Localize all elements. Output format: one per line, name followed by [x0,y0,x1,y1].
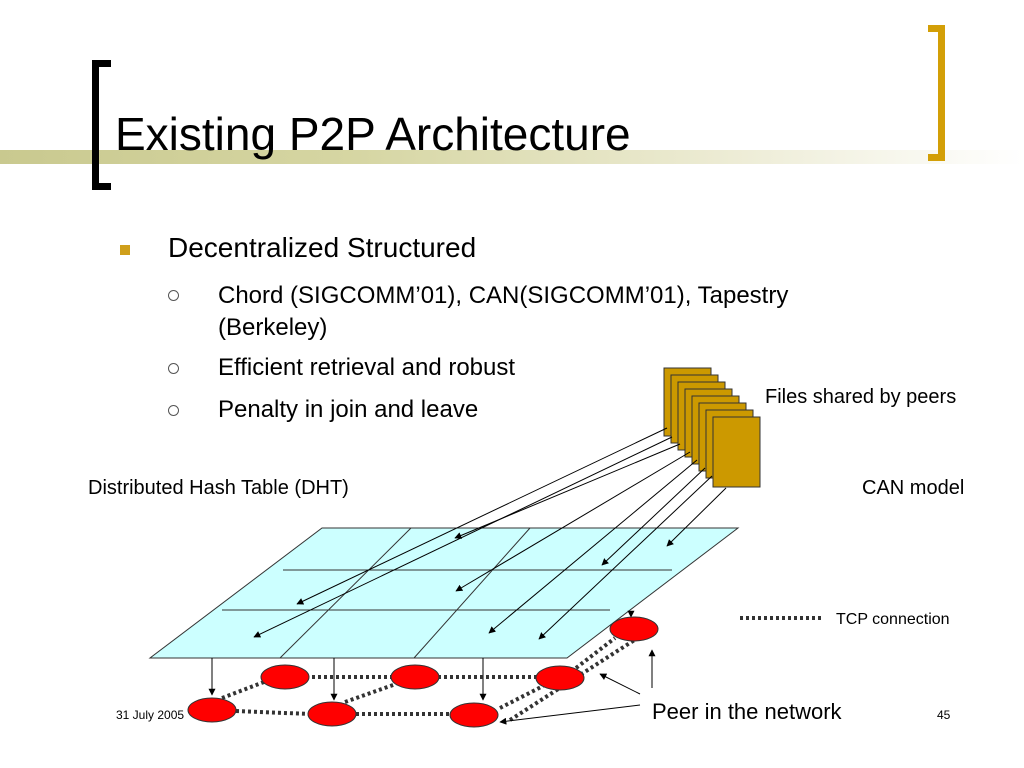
footer-date: 31 July 2005 [116,708,185,722]
peer-label: Peer in the network [652,699,842,724]
right-bracket-decoration [928,25,945,161]
peer-node [307,701,357,727]
plane-grid-line [413,527,531,659]
peer-node [535,665,585,691]
sub-bullet-chord-continued: (Berkeley) [218,314,328,341]
peer-node [449,702,499,728]
can-model-label: CAN model [862,477,965,499]
slide-title: Existing P2P Architecture [115,108,631,160]
peer-node [187,697,237,723]
peer-node [390,664,440,690]
page-number: 45 [937,708,951,722]
bullet-decentralized-structured: Decentralized Structured [168,232,477,263]
file-mapping-arrows [253,427,727,640]
files-shared-label: Files shared by peers [765,386,957,408]
sub-bullet-efficient: Efficient retrieval and robust [218,354,516,381]
left-bracket-decoration [92,60,111,190]
peer-node [260,664,310,690]
circle-bullet-icon [168,405,179,416]
peer-node [609,616,659,642]
dht-plane [148,527,740,659]
circle-bullet-icon [168,290,179,301]
square-bullet-icon [120,245,130,255]
peer-label-arrows [499,649,656,725]
file-stack-icon [663,367,761,488]
sub-bullet-chord: Chord (SIGCOMM’01), CAN(SIGCOMM’01), Tap… [218,282,789,309]
title-band [0,150,1024,164]
dht-label: Distributed Hash Table (DHT) [88,477,349,499]
circle-bullet-icon [168,363,179,374]
tcp-connection-label: TCP connection [836,611,950,628]
sub-bullet-penalty: Penalty in join and leave [218,396,479,423]
